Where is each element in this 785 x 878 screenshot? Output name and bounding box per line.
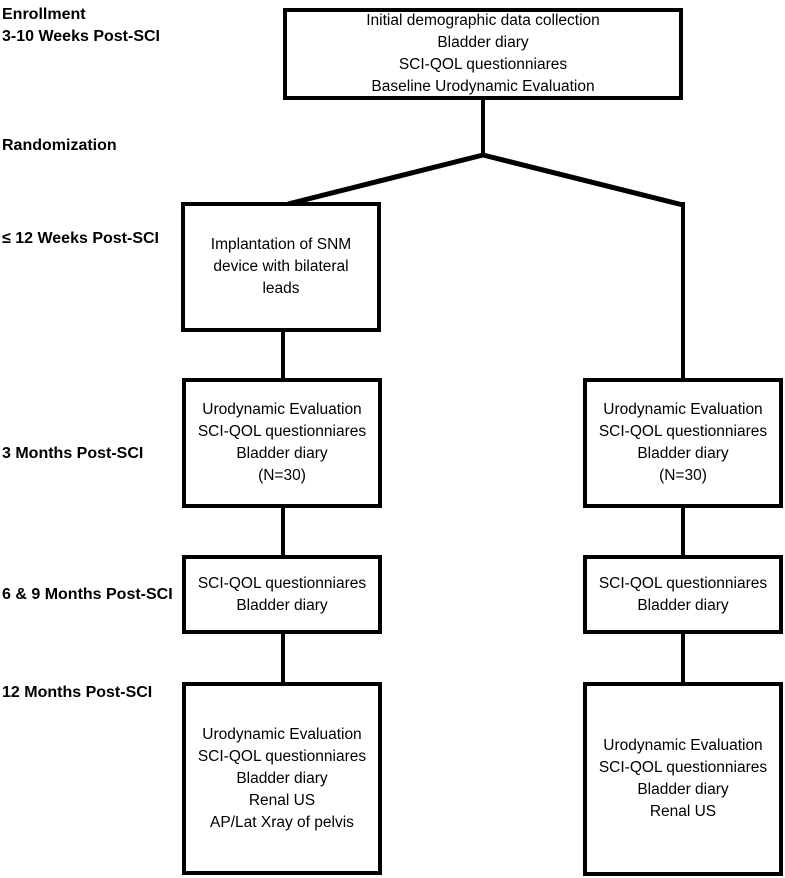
randomization-branch-right-line [482, 152, 684, 208]
snm-arm-6-9month-box: SCI-QOL questionniares Bladder diary [182, 555, 382, 634]
randomization-branch-left-line [287, 152, 484, 207]
snm-arm-12month-box: Urodynamic Evaluation SCI-QOL questionni… [182, 682, 382, 875]
timeline-label-6-9-months: 6 & 9 Months Post-SCI [2, 586, 173, 603]
baseline-assessment-box: Initial demographic data collection Blad… [283, 8, 683, 100]
snm-arm-3month-box: Urodynamic Evaluation SCI-QOL questionni… [182, 378, 382, 508]
timeline-label-3-months: 3 Months Post-SCI [2, 445, 144, 462]
timeline-label-12-months: 12 Months Post-SCI [2, 684, 153, 701]
snm-implantation-box: Implantation of SNM device with bilatera… [181, 202, 381, 332]
timeline-label-randomization: Randomization [2, 137, 117, 154]
control-arm-12month-box: Urodynamic Evaluation SCI-QOL questionni… [583, 682, 783, 876]
control-arm-3month-box: Urodynamic Evaluation SCI-QOL questionni… [583, 378, 783, 508]
timeline-label-enrollment: Enrollment 3-10 Weeks Post-SCI [2, 6, 160, 45]
timeline-label-within-12-weeks: ≤ 12 Weeks Post-SCI [2, 230, 159, 247]
control-arm-6-9month-box: SCI-QOL questionniares Bladder diary [583, 555, 783, 634]
